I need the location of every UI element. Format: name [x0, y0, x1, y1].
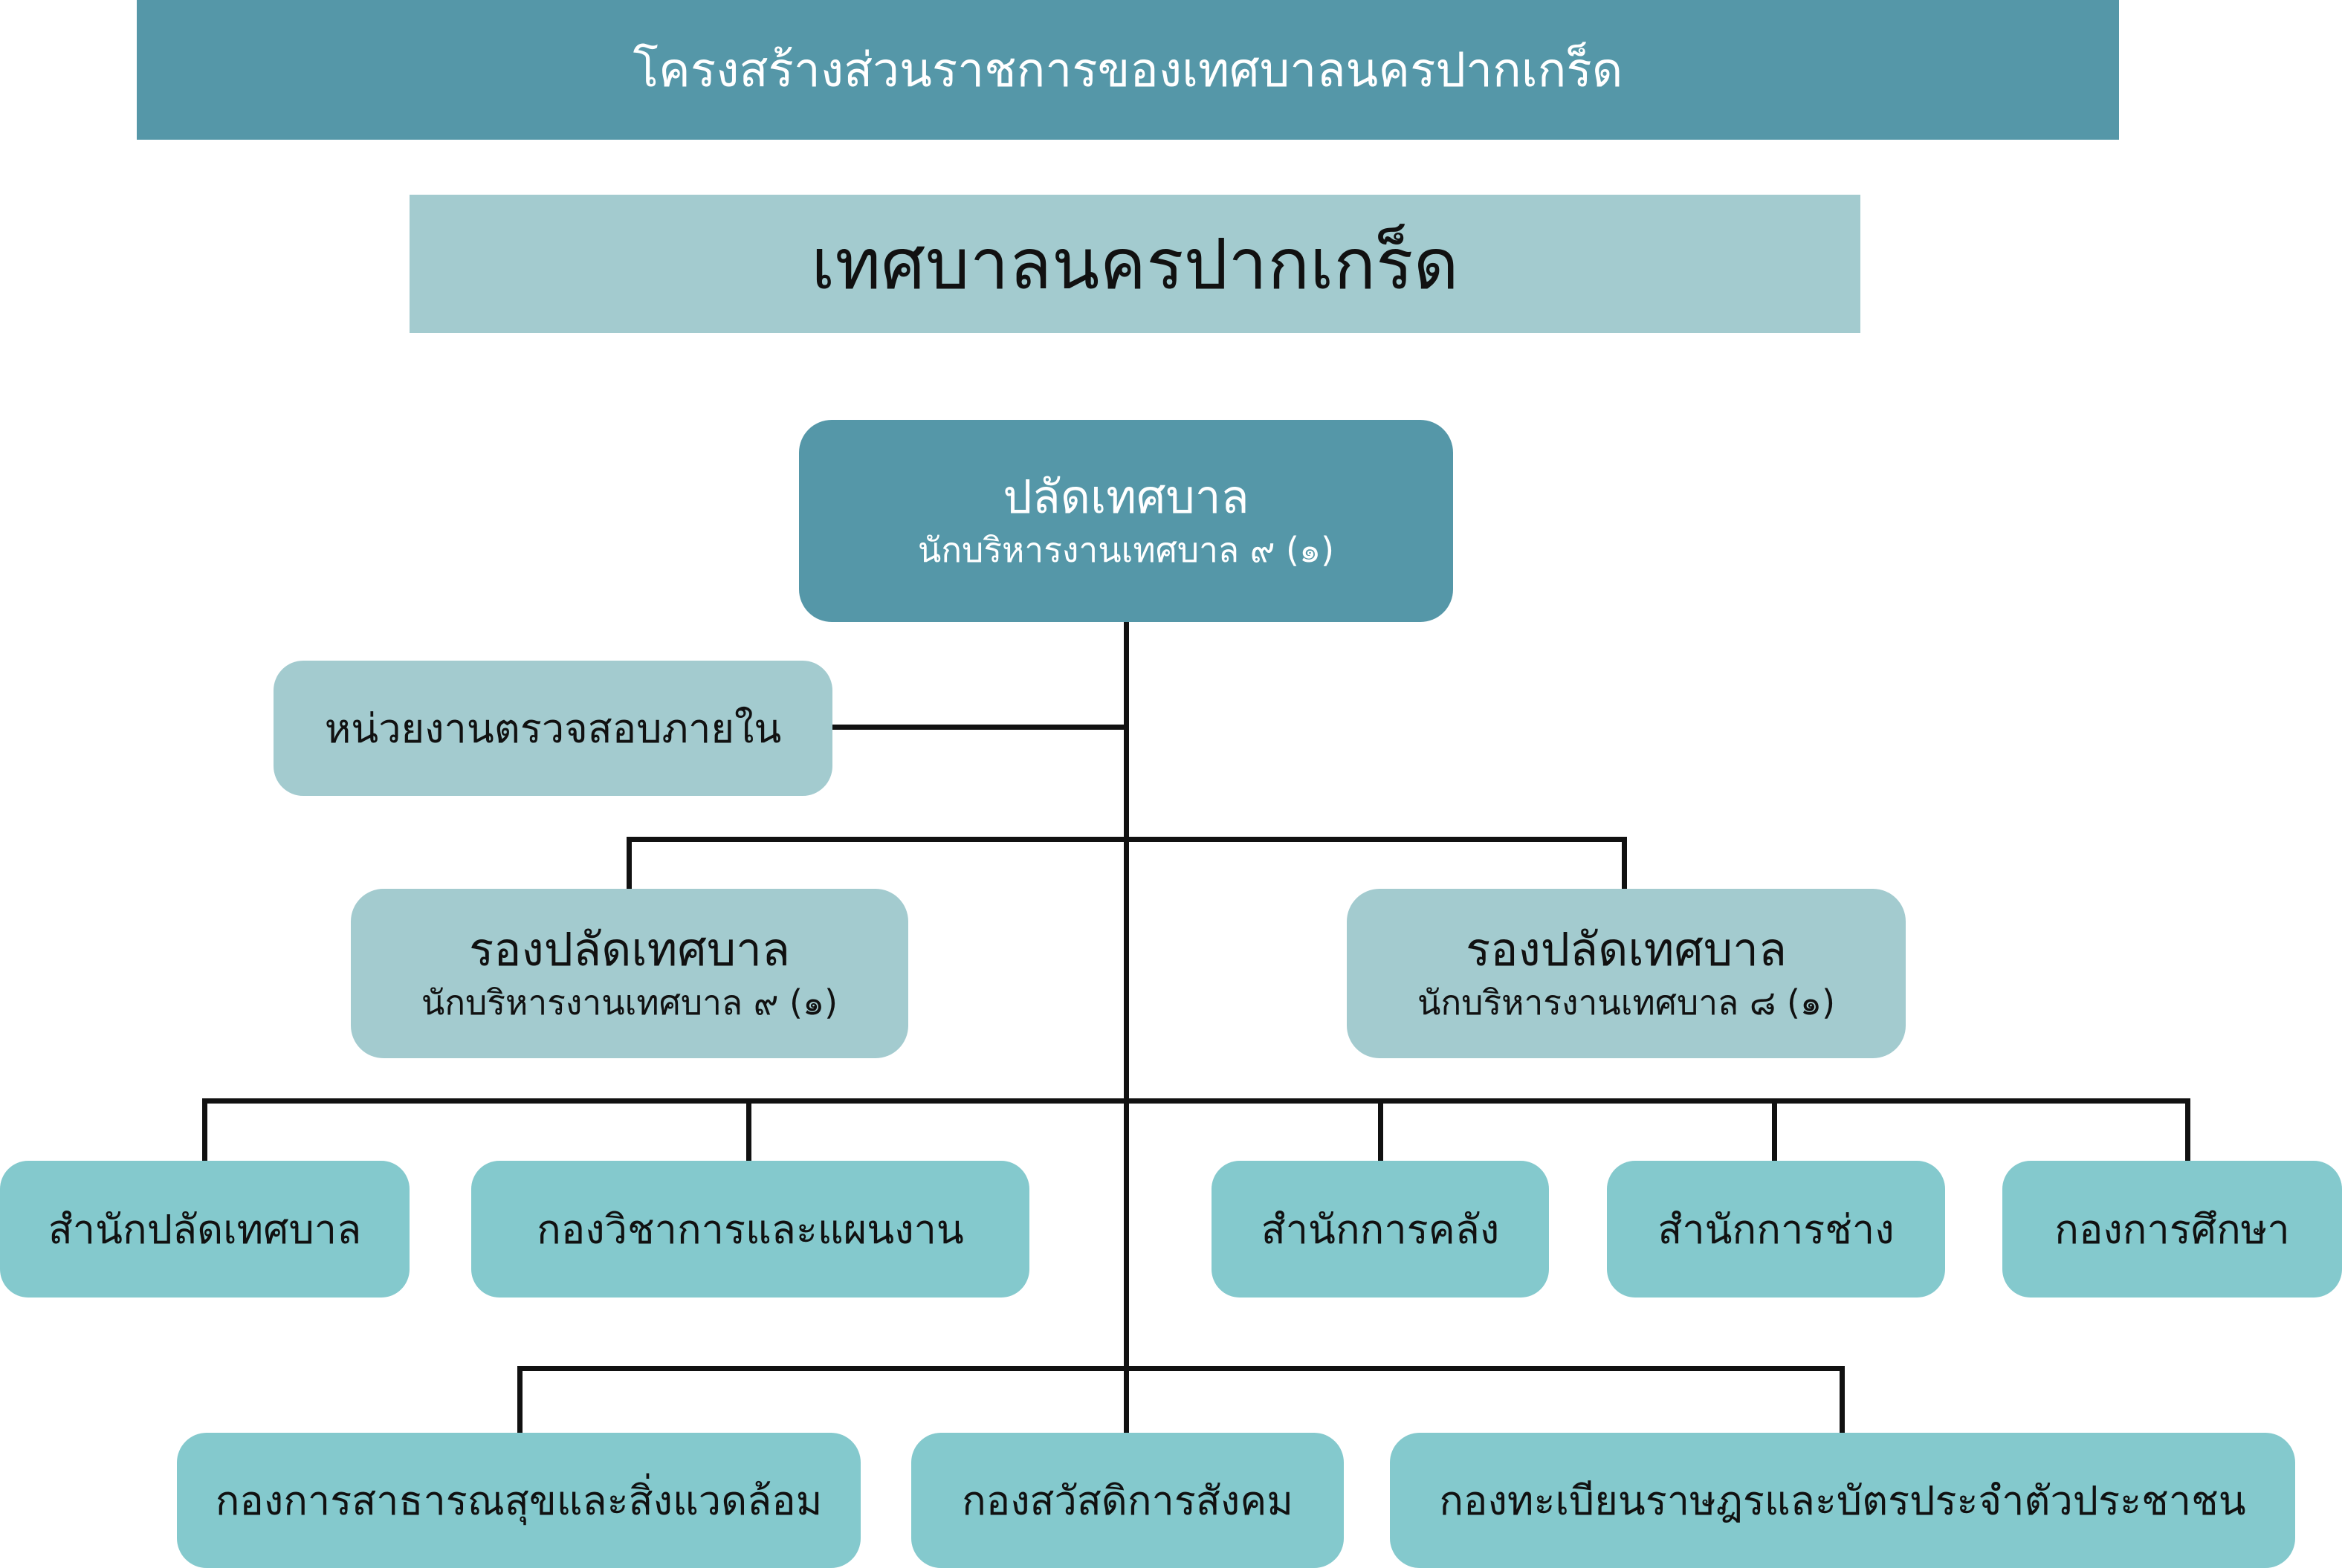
head-title: ปลัดเทศบาล [1003, 470, 1249, 525]
connector-row1-drop [2185, 1098, 2190, 1161]
division-label: สำนักการคลัง [1261, 1206, 1500, 1253]
connector-row1-drop [1772, 1098, 1777, 1161]
deputy-title: รองปลัดเทศบาล [468, 922, 790, 977]
connector-row1-bar [202, 1098, 2190, 1104]
division-label: กองสวัสดิการสังคม [962, 1477, 1293, 1524]
division-box: สำนักการคลัง [1212, 1161, 1549, 1298]
deputy-subtitle: นักบริหารงานเทศบาล ๙ (๑) [421, 982, 838, 1023]
connector-row1-drop [746, 1098, 751, 1161]
connector-row2-bar [517, 1366, 1845, 1371]
page-banner: โครงสร้างส่วนราชการของเทศบาลนครปากเกร็ด [137, 0, 2119, 140]
connector-trunk [1124, 621, 1129, 1433]
division-box: กองทะเบียนราษฎรและบัตรประจำตัวประชาชน [1390, 1433, 2295, 1568]
deputy-subtitle: นักบริหารงานเทศบาล ๘ (๑) [1417, 982, 1836, 1023]
head-subtitle: นักบริหารงานเทศบาล ๙ (๑) [917, 529, 1335, 570]
division-box: กองวิชาการและแผนงาน [471, 1161, 1029, 1298]
head-box: ปลัดเทศบาล นักบริหารงานเทศบาล ๙ (๑) [799, 420, 1453, 622]
audit-unit-box: หน่วยงานตรวจสอบภายใน [274, 661, 832, 796]
division-label: กองวิชาการและแผนงาน [537, 1206, 964, 1253]
division-label: สำนักปลัดเทศบาล [48, 1206, 362, 1253]
connector-row1-drop [202, 1098, 207, 1161]
division-label: สำนักการช่าง [1657, 1206, 1895, 1253]
connector-row1-drop [1378, 1098, 1383, 1161]
division-box: กองสวัสดิการสังคม [911, 1433, 1344, 1568]
connector-deputy-right [1622, 837, 1627, 889]
organization-title: เทศบาลนครปากเกร็ด [410, 195, 1860, 333]
deputy-title: รองปลัดเทศบาล [1465, 922, 1787, 977]
connector-row2-drop [517, 1366, 523, 1433]
division-box: กองการศึกษา [2002, 1161, 2342, 1298]
organization-name: เทศบาลนครปากเกร็ด [811, 224, 1459, 305]
division-label: กองการศึกษา [2054, 1206, 2290, 1253]
division-label: กองการสาธารณสุขและสิ่งแวดล้อม [215, 1477, 823, 1524]
connector-deputy-left [627, 837, 632, 889]
division-box: สำนักการช่าง [1607, 1161, 1945, 1298]
division-box: สำนักปลัดเทศบาล [0, 1161, 410, 1298]
division-box: กองการสาธารณสุขและสิ่งแวดล้อม [177, 1433, 861, 1568]
connector-deputies-bar [627, 837, 1627, 842]
deputy-box-left: รองปลัดเทศบาล นักบริหารงานเทศบาล ๙ (๑) [351, 889, 908, 1058]
connector-row2-drop [1840, 1366, 1845, 1433]
audit-unit-label: หน่วยงานตรวจสอบภายใน [324, 705, 782, 752]
deputy-box-right: รองปลัดเทศบาล นักบริหารงานเทศบาล ๘ (๑) [1347, 889, 1906, 1058]
banner-title: โครงสร้างส่วนราชการของเทศบาลนครปากเกร็ด [633, 43, 1623, 98]
connector-audit [829, 725, 1127, 730]
division-label: กองทะเบียนราษฎรและบัตรประจำตัวประชาชน [1439, 1477, 2246, 1524]
